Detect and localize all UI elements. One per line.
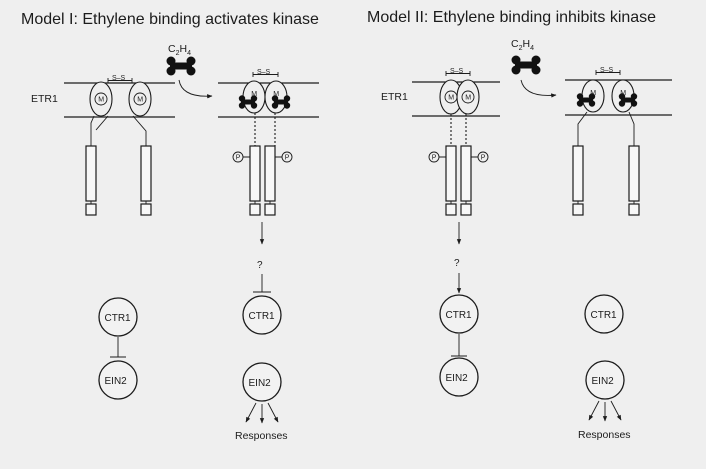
response-arrow [588,400,600,421]
receiver-domain [140,203,152,216]
ein2-label: EIN2 [446,373,469,384]
metal-ion-icon [94,92,108,106]
response-arrow [610,400,622,421]
receptor-model-2-unbound: S–S M M P P ? [412,68,500,294]
metal-label: M [251,91,257,98]
metal-ion-icon [444,90,458,104]
etr1-label: ETR1 [31,93,58,105]
kinase-domain [628,145,640,202]
kinase-domain [445,145,457,202]
ethylene-label: C2H4 [168,43,191,57]
receiver-domain [628,203,640,216]
ctr1-node [98,297,138,337]
ctr1-label: CTR1 [249,311,276,322]
ein2-node [585,360,625,400]
metal-binding-domain [89,81,113,117]
ein2-label: EIN2 [592,376,615,387]
metal-label: M [137,97,143,104]
linker [450,114,467,146]
binding-arrow [520,79,557,98]
disulfide-bond [595,70,621,75]
kinase-domain [572,145,584,202]
metal-label: M [465,95,471,102]
receptor-model-1-unbound: S–S M M [64,75,175,216]
receiver-domain [445,203,457,216]
ethylene-molecule [166,56,196,76]
disulfide-label: S–S [450,68,464,75]
inhibition-bar [253,274,271,293]
title-model-2: Model II: Ethylene binding inhibits kina… [367,9,656,26]
ctr1-label: CTR1 [105,313,132,324]
receiver-domain [85,203,97,216]
linker [577,111,635,146]
kinase-domain [460,145,472,202]
ein2-node [439,357,479,397]
receiver-domain [460,203,472,216]
ctr1-node [439,294,479,334]
receiver-domain [572,203,584,216]
phosphate-label: P [236,155,241,162]
receiver-domain [264,203,276,216]
pathway-model-2-unbound: CTR1 EIN2 [439,294,479,397]
response-arrow [245,402,257,423]
ethylene-group-model-1: C2H4 [166,43,213,99]
unknown-step-label: ? [257,260,263,271]
kinase-domain [140,145,152,202]
ein2-label: EIN2 [105,376,128,387]
disulfide-label: S–S [112,75,126,82]
metal-ion-icon [461,90,475,104]
ctr1-label: CTR1 [446,310,473,321]
etr1-label: ETR1 [381,91,408,103]
ctr1-label: CTR1 [591,310,618,321]
metal-binding-domain [128,81,152,117]
receptor-model-1-bound: S–S M M P P ? [218,69,319,293]
receiver-domain [249,203,261,216]
linker [90,115,147,146]
unknown-step-label: ? [454,258,460,269]
kinase-domain [249,145,261,202]
metal-label: M [590,90,596,97]
disulfide-bond [445,71,471,76]
phosphate-label: P [432,155,437,162]
inhibition-bar [110,337,126,358]
ein2-label: EIN2 [249,378,272,389]
receptor-model-2-bound: S–S M M [565,67,672,216]
disulfide-label: S–S [600,67,614,74]
ein2-node [242,362,282,402]
metal-label: M [620,90,626,97]
ctr1-node [242,295,282,335]
binding-arrow [178,79,213,99]
response-arrow [267,402,279,423]
pathway-model-1-unbound: CTR1 EIN2 [98,297,138,400]
metal-label: M [98,97,104,104]
phosphate-label: P [285,155,290,162]
ethylene-label: C2H4 [511,38,534,52]
ethylene-molecule [511,55,541,75]
disulfide-label: S–S [257,69,271,76]
responses-label: Responses [578,429,631,441]
responses-label: Responses [235,430,288,442]
metal-label: M [273,91,279,98]
ein2-node [98,360,138,400]
kinase-domain [85,145,97,202]
metal-label: M [448,95,454,102]
ethylene-group-model-2: C2H4 [511,38,557,98]
inhibition-bar [451,334,467,357]
disulfide-bond [252,72,279,77]
pathway-model-2-bound: CTR1 EIN2 Responses [578,294,631,441]
metal-ion-icon [133,92,147,106]
disulfide-bond [107,78,133,83]
ctr1-node [584,294,624,334]
title-model-1: Model I: Ethylene binding activates kina… [21,11,319,28]
phosphate-label: P [481,155,486,162]
kinase-domain [264,145,276,202]
pathway-model-1-bound: CTR1 EIN2 Responses [235,295,288,442]
linker [254,113,276,146]
